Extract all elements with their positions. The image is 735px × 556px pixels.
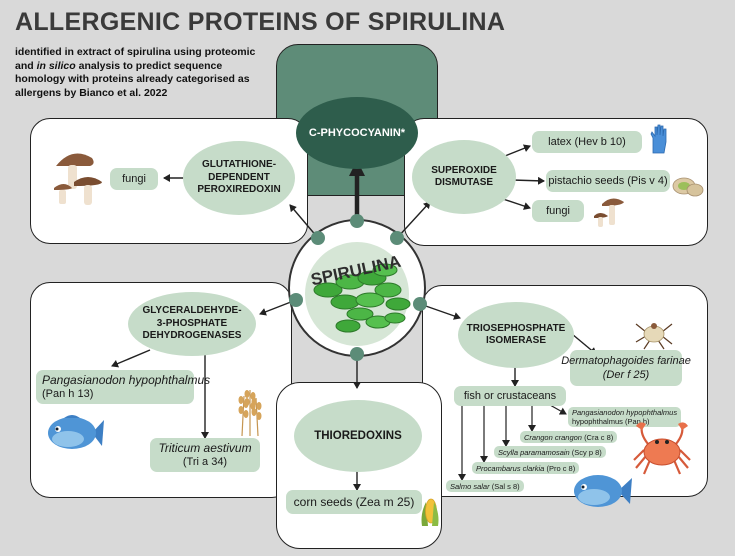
species-procambarus: Procambarus clarkia (Pro c 8): [472, 462, 580, 474]
wheat-icon: [238, 390, 262, 437]
fish-crustaceans-group: fish or crustaceans: [454, 386, 566, 406]
crab-icon: [633, 422, 691, 475]
fish-icon: [48, 415, 104, 449]
target-fungi-glutathione: fungi: [110, 168, 158, 190]
mushroom-icon: [54, 153, 102, 205]
species-crangon: Crangon crangon (Cra c 8): [520, 431, 618, 443]
page-subtitle: identified in extract of spirulina using…: [15, 46, 256, 99]
corn-icon: [421, 498, 439, 526]
pangasianodon-name: Pangasianodon hypophthalmus: [42, 373, 211, 387]
mite-icon: [635, 323, 673, 350]
page-title: ALLERGENIC PROTEINS OF SPIRULINA: [15, 8, 506, 36]
glutathione-ellipse: GLUTATHIONE-DEPENDENT PEROXIREDOXIN: [183, 141, 295, 215]
dermatophagoides-name: Dermatophagoides farinae: [561, 355, 691, 367]
mushroom-icon: [594, 198, 624, 227]
fish-icon: [574, 475, 632, 507]
target-pangasianodon: Pangasianodon hypophthalmus (Pan h 13): [36, 370, 210, 404]
spirulina-tablets-icon: [313, 263, 411, 333]
glyceraldehyde-ellipse: GLYCERALDEHYDE-3-PHOSPHATE DEHYDROGENASE…: [128, 292, 256, 356]
node-top-left: [311, 231, 325, 245]
dermatophagoides-code: (Der f 25): [602, 369, 650, 381]
node-right: [413, 297, 427, 311]
superoxide-ellipse: SUPEROXIDE DISMUTASE: [412, 140, 516, 214]
species-pangasianodon: Pangasianodon hypophthalmus hypophthalmu…: [568, 407, 682, 427]
target-pistachio: pistachio seeds (Pis v 4): [546, 170, 670, 192]
phycocyanin-ellipse: C-PHYCOCYANIN*: [296, 97, 418, 169]
triticum-code: (Tri a 34): [182, 456, 228, 468]
glove-icon: [650, 124, 667, 154]
pangasianodon-code: (Pan h 13): [42, 388, 94, 400]
target-dermatophagoides: Dermatophagoides farinae (Der f 25): [561, 350, 691, 386]
thioredoxin-ellipse: THIOREDOXINS: [294, 400, 422, 472]
node-left: [289, 293, 303, 307]
target-fungi-superoxide: fungi: [532, 200, 584, 222]
triticum-name: Triticum aestivum: [158, 441, 252, 455]
species-salmo: Salmo salar (Sal s 8): [446, 480, 524, 492]
target-latex: latex (Hev b 10): [532, 131, 642, 153]
species-scylla: Scylla paramamosain (Scy p 8): [494, 446, 606, 458]
target-corn: corn seeds (Zea m 25): [286, 490, 422, 514]
triose-ellipse: TRIOSEPHOSPHATE ISOMERASE: [458, 302, 574, 368]
target-triticum: Triticum aestivum (Tri a 34): [150, 438, 260, 472]
pistachio-icon: [672, 177, 704, 197]
node-bottom: [350, 347, 364, 361]
node-top: [350, 214, 364, 228]
node-top-right: [390, 231, 404, 245]
